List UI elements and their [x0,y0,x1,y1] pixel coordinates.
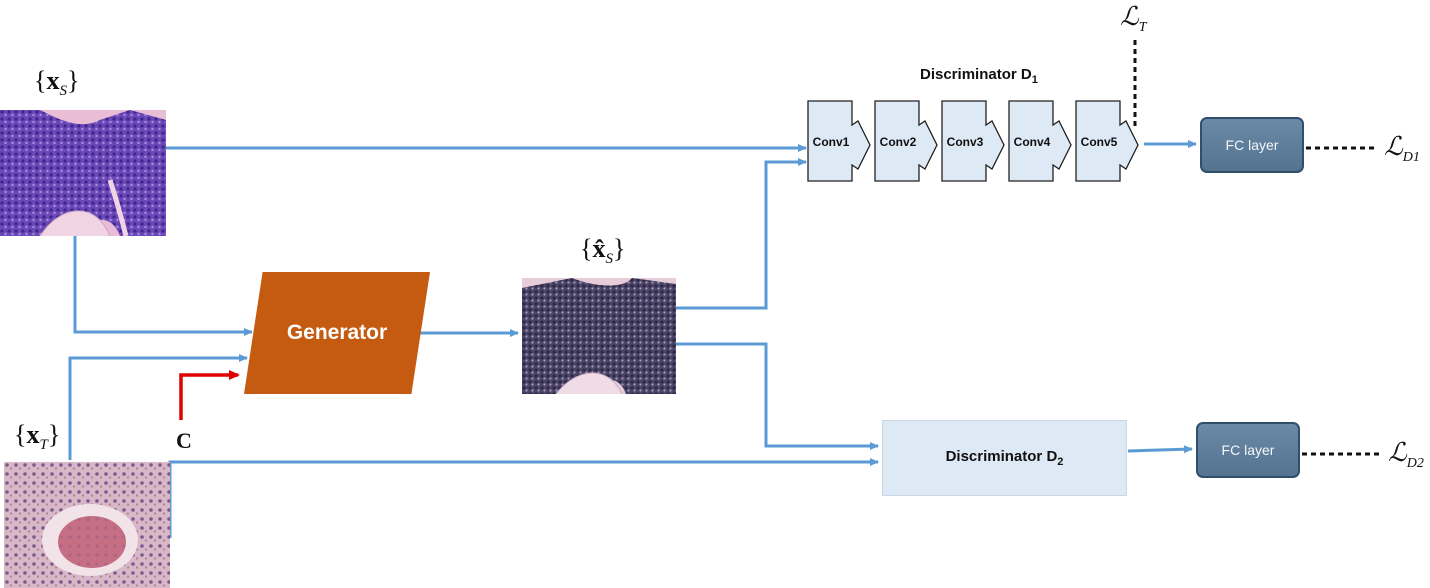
conv-label-1: Conv1 [812,135,850,149]
generated-to-d2-arrow [676,342,879,450]
source-tissue-image [0,110,166,236]
discriminator2-title: Discriminator D2 [945,448,1064,468]
fc-layer-2-label: FC layer [1221,442,1275,458]
condition-arrow [179,370,240,420]
generator-block: Generator [244,272,430,394]
conv-block-2 [874,100,938,182]
conv-block-1 [807,100,871,182]
loss-ld2: ℒD2 [1388,438,1424,471]
loss-ld1: ℒD1 [1384,132,1420,165]
discriminator1-title: Discriminator D1 [920,66,1038,86]
conv-block-3 [941,100,1005,182]
target-to-d2-arrow [168,458,879,538]
conv-label-5: Conv5 [1080,135,1118,149]
target-to-generator-arrow [68,354,248,460]
d2-to-fc2-arrow [1127,445,1193,454]
generated-to-d1-arrow [676,158,807,310]
condition-label: C [176,428,192,453]
loss-lt: ℒT [1120,2,1147,35]
conv-label-4: Conv4 [1013,135,1051,149]
fc-layer-2: FC layer [1196,422,1300,478]
discriminator2-block: Discriminator D2 [882,420,1127,496]
generator-label: Generator [286,321,388,344]
generated-set-label: {x̂S} [580,234,626,268]
conv-label-2: Conv2 [879,135,917,149]
target-tissue-image [4,462,170,588]
fc-layer-1: FC layer [1200,117,1304,173]
source-set-label: {xS} [34,66,80,100]
source-to-generator-arrow [73,236,253,336]
generated-tissue-image [522,278,676,394]
conv-label-3: Conv3 [946,135,984,149]
fc-layer-1-label: FC layer [1225,137,1279,153]
conv-block-5 [1075,100,1139,182]
conv-block-4 [1008,100,1072,182]
target-set-label: {xT} [14,420,61,454]
